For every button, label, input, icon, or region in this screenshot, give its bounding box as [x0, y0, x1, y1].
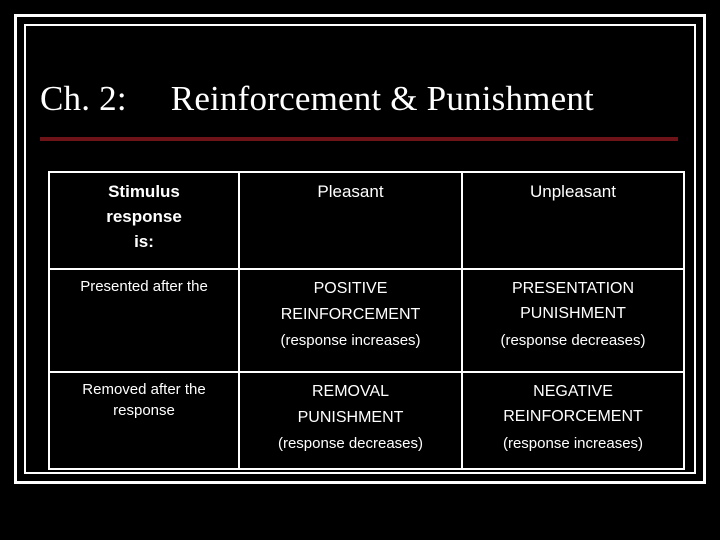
title-block: Ch. 2: Reinforcement & Punishment: [40, 76, 678, 136]
cell-removal-punishment-line2: PUNISHMENT: [297, 409, 404, 426]
cell-removal-punishment: REMOVAL PUNISHMENT (response decreases): [238, 371, 463, 470]
row-label-removed-line1: Removed after the: [82, 381, 206, 398]
header-stimulus-line2: response: [106, 207, 182, 226]
header-stimulus-line1: Stimulus: [108, 182, 180, 201]
row-label-removed: Removed after the response: [48, 371, 240, 470]
row-label-presented: Presented after the: [48, 268, 240, 373]
cell-presentation-punishment-line2: PUNISHMENT: [520, 305, 626, 322]
cell-positive-reinforcement-line2: REINFORCEMENT: [280, 306, 421, 323]
row-label-presented-line1: Presented after the: [80, 278, 208, 295]
table-header-row: Stimulus response is: Pleasant Unpleasan…: [48, 171, 685, 270]
header-cell-unpleasant: Unpleasant: [461, 171, 685, 270]
cell-removal-punishment-note: (response decreases): [277, 435, 424, 452]
title-underline-rule: [40, 137, 678, 141]
cell-presentation-punishment-line1: PRESENTATION: [511, 280, 635, 297]
page-title: Ch. 2: Reinforcement & Punishment: [40, 76, 678, 122]
header-cell-pleasant: Pleasant: [238, 171, 463, 270]
reinforcement-punishment-matrix: Stimulus response is: Pleasant Unpleasan…: [48, 171, 685, 470]
cell-presentation-punishment-note: (response decreases): [500, 332, 646, 349]
cell-negative-reinforcement-note: (response increases): [502, 435, 644, 452]
cell-removal-punishment-line1: REMOVAL: [311, 383, 390, 400]
cell-negative-reinforcement-line1: NEGATIVE: [533, 383, 613, 400]
cell-positive-reinforcement-note: (response increases): [280, 332, 421, 349]
cell-negative-reinforcement-line2: REINFORCEMENT: [503, 408, 643, 425]
cell-negative-reinforcement: NEGATIVE REINFORCEMENT (response increas…: [461, 371, 685, 470]
chapter-label: Ch. 2:: [40, 79, 127, 118]
table-row-removed: Removed after the response REMOVAL PUNIS…: [48, 371, 685, 470]
cell-positive-reinforcement: POSITIVE REINFORCEMENT (response increas…: [238, 268, 463, 373]
row-label-removed-line2: response: [113, 402, 175, 419]
page-title-heading: Reinforcement & Punishment: [170, 79, 594, 118]
slide-frame-inner: Ch. 2: Reinforcement & Punishment Stimulu…: [24, 24, 696, 474]
header-stimulus-line3: is:: [134, 232, 154, 251]
cell-positive-reinforcement-line1: POSITIVE: [313, 280, 388, 297]
header-cell-stimulus-response: Stimulus response is:: [48, 171, 240, 270]
slide-frame-outer: Ch. 2: Reinforcement & Punishment Stimulu…: [14, 14, 706, 484]
cell-presentation-punishment: PRESENTATION PUNISHMENT (response decrea…: [461, 268, 685, 373]
table-row-presented: Presented after the POSITIVE REINFORCEME…: [48, 268, 685, 373]
